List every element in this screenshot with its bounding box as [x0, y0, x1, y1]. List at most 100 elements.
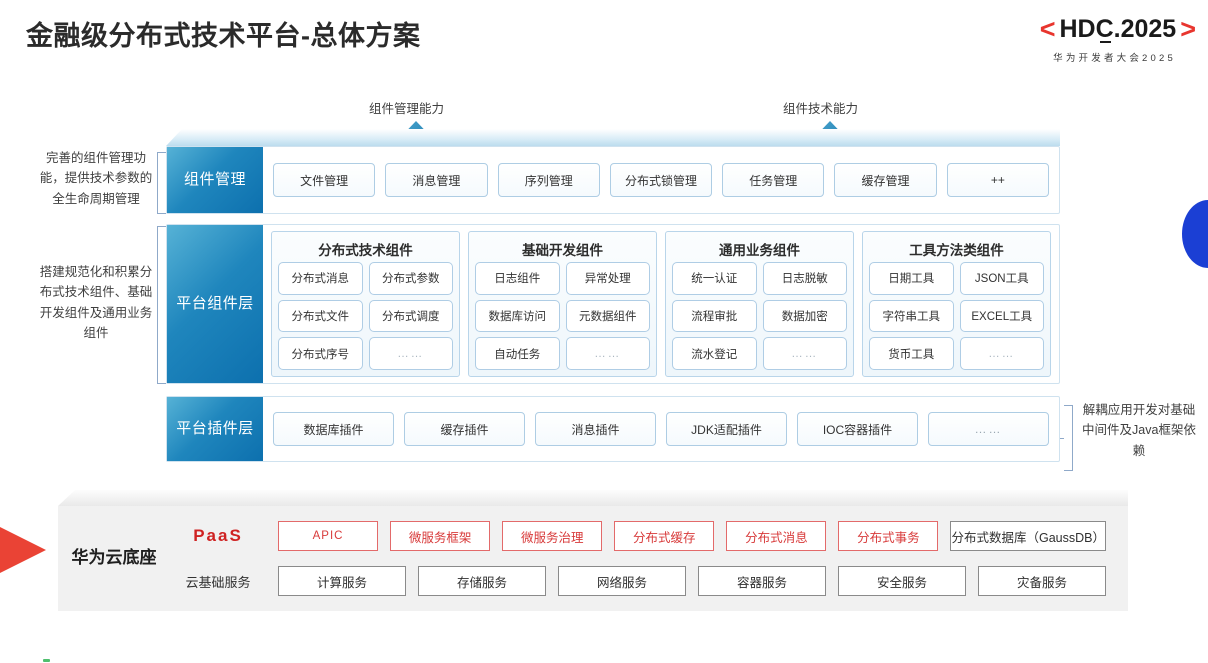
chip-distributed-lock-management[interactable]: 分布式锁管理 — [609, 163, 713, 197]
box-microservice-framework[interactable]: 微服务框架 — [390, 521, 491, 551]
chip-message-plugin[interactable]: 消息插件 — [535, 412, 656, 446]
hdc-logo: < HDC.2025 > 华为开发者大会2025 — [946, 14, 1196, 64]
paas-items: APIC 微服务框架 微服务治理 分布式缓存 分布式消息 分布式事务 分布式数据… — [278, 521, 1106, 551]
left-angle-bracket-icon: < — [1039, 14, 1056, 44]
cell-log-component[interactable]: 日志组件 — [475, 262, 560, 295]
cell-unified-auth[interactable]: 统一认证 — [672, 262, 757, 295]
chip-plugin-more[interactable]: …… — [928, 412, 1049, 446]
blue-lens-decoration — [1182, 200, 1208, 268]
row-tag-cloud-basic-service: 云基础服务 — [185, 574, 251, 590]
cell-basic-more[interactable]: …… — [565, 337, 650, 370]
hdc-logo-text: HDC.2025 — [1059, 15, 1177, 43]
row-tag-paas: PaaS — [193, 526, 243, 545]
green-tick-decoration — [43, 659, 50, 662]
chip-sequence-management[interactable]: 序列管理 — [497, 163, 600, 197]
cell-string-tool[interactable]: 字符串工具 — [869, 299, 954, 333]
cell-auto-task[interactable]: 自动任务 — [475, 337, 560, 370]
chip-task-management[interactable]: 任务管理 — [722, 163, 825, 197]
right-angle-bracket-icon: > — [1180, 14, 1196, 44]
group-grid-distributed-tech: 分布式消息 分布式参数 分布式文件 分布式调度 分布式序号 …… — [278, 262, 453, 370]
box-distributed-cache[interactable]: 分布式缓存 — [614, 521, 715, 551]
hdc-logo-main: < HDC.2025 > — [946, 14, 1196, 45]
cell-distributed-scheduling[interactable]: 分布式调度 — [368, 299, 453, 333]
box-storage-service[interactable]: 存储服务 — [418, 566, 546, 596]
cloud-base-top-surface — [58, 490, 1128, 506]
cell-distributed-message[interactable]: 分布式消息 — [278, 262, 363, 295]
arrow-label-component-management: 组件管理能力 — [369, 102, 445, 116]
group-distributed-tech: 分布式技术组件 分布式消息 分布式参数 分布式文件 分布式调度 分布式序号 …… — [271, 231, 460, 377]
cloud-base-label: 华为云底座 — [71, 548, 157, 568]
chip-message-management[interactable]: 消息管理 — [385, 163, 488, 197]
layer-body-component-management: 文件管理 消息管理 序列管理 分布式锁管理 任务管理 缓存管理 ++ — [263, 147, 1059, 213]
cell-tool-more[interactable]: …… — [959, 337, 1044, 370]
cell-distributed-file[interactable]: 分布式文件 — [278, 299, 363, 333]
group-head-basic-development: 基础开发组件 — [522, 243, 603, 258]
cell-date-tool[interactable]: 日期工具 — [869, 262, 954, 295]
box-distributed-database-gaussdb[interactable]: 分布式数据库（GaussDB） — [950, 521, 1106, 551]
cell-distributed-sequence[interactable]: 分布式序号 — [278, 337, 363, 370]
chip-file-management[interactable]: 文件管理 — [273, 163, 376, 197]
group-grid-basic-development: 日志组件 异常处理 数据库访问 元数据组件 自动任务 …… — [475, 262, 650, 370]
group-tool-methods: 工具方法类组件 日期工具 JSON工具 字符串工具 EXCEL工具 货币工具 …… — [862, 231, 1051, 377]
cell-excel-tool[interactable]: EXCEL工具 — [959, 299, 1044, 333]
cell-metadata-component[interactable]: 元数据组件 — [565, 299, 650, 333]
annotation-right-plugin: 解耦应用开发对基础中间件及Java框架依赖 — [1082, 403, 1196, 458]
layer-platform-components: 平台组件层 分布式技术组件 分布式消息 分布式参数 分布式文件 分布式调度 分布… — [166, 224, 1060, 384]
chip-cache-plugin[interactable]: 缓存插件 — [404, 412, 525, 446]
group-head-tool-methods: 工具方法类组件 — [909, 243, 1004, 258]
page-title: 金融级分布式技术平台-总体方案 — [26, 21, 421, 51]
cell-json-tool[interactable]: JSON工具 — [959, 262, 1044, 295]
box-security-service[interactable]: 安全服务 — [838, 566, 966, 596]
cell-data-encryption[interactable]: 数据加密 — [762, 299, 847, 333]
box-container-service[interactable]: 容器服务 — [698, 566, 826, 596]
layer-title-platform-components: 平台组件层 — [167, 225, 263, 383]
box-compute-service[interactable]: 计算服务 — [278, 566, 406, 596]
chip-jdk-adapter-plugin[interactable]: JDK适配插件 — [666, 412, 787, 446]
platform-stack: 组件管理 文件管理 消息管理 序列管理 分布式锁管理 任务管理 缓存管理 ++ … — [166, 146, 1060, 478]
cell-process-approval[interactable]: 流程审批 — [672, 299, 757, 333]
chip-database-plugin[interactable]: 数据库插件 — [273, 412, 394, 446]
arrow-label-component-technology: 组件技术能力 — [783, 102, 859, 116]
platform-component-groups: 分布式技术组件 分布式消息 分布式参数 分布式文件 分布式调度 分布式序号 ……… — [263, 225, 1059, 383]
box-distributed-message[interactable]: 分布式消息 — [726, 521, 827, 551]
cell-distributed-parameter[interactable]: 分布式参数 — [368, 262, 453, 295]
box-network-service[interactable]: 网络服务 — [558, 566, 686, 596]
cell-currency-tool[interactable]: 货币工具 — [869, 337, 954, 370]
box-distributed-transaction[interactable]: 分布式事务 — [838, 521, 939, 551]
cloud-base-section: 华为云底座 PaaS APIC 微服务框架 微服务治理 分布式缓存 分布式消息 … — [58, 506, 1128, 611]
box-microservice-governance[interactable]: 微服务治理 — [502, 521, 603, 551]
cell-exception-handling[interactable]: 异常处理 — [565, 262, 650, 295]
cloud-basic-items: 计算服务 存储服务 网络服务 容器服务 安全服务 灾备服务 — [278, 566, 1106, 596]
stack-top-surface — [166, 129, 1060, 146]
annotation-left-platform: 搭建规范化和积累分布式技术组件、基础开发组件及通用业务组件 — [39, 265, 153, 340]
red-wedge-decoration — [0, 506, 46, 594]
group-common-business: 通用业务组件 统一认证 日志脱敏 流程审批 数据加密 流水登记 …… — [665, 231, 854, 377]
cell-database-access[interactable]: 数据库访问 — [475, 299, 560, 333]
cloud-base-row-paas: PaaS APIC 微服务框架 微服务治理 分布式缓存 分布式消息 分布式事务 … — [170, 519, 1106, 553]
layer-platform-plugins: 平台插件层 数据库插件 缓存插件 消息插件 JDK适配插件 IOC容器插件 …… — [166, 396, 1060, 462]
chip-add-more[interactable]: ++ — [946, 163, 1049, 197]
bracket-left-management — [157, 152, 172, 214]
chip-ioc-container-plugin[interactable]: IOC容器插件 — [797, 412, 918, 446]
layer-title-platform-plugins: 平台插件层 — [167, 397, 263, 461]
cell-transaction-registry[interactable]: 流水登记 — [672, 337, 757, 370]
cell-log-masking[interactable]: 日志脱敏 — [762, 262, 847, 295]
layer-component-management: 组件管理 文件管理 消息管理 序列管理 分布式锁管理 任务管理 缓存管理 ++ — [166, 146, 1060, 214]
box-disaster-recovery-service[interactable]: 灾备服务 — [978, 566, 1106, 596]
cell-distributed-more[interactable]: …… — [368, 337, 453, 370]
bracket-right-plugin — [1058, 405, 1073, 471]
cloud-base-rows: PaaS APIC 微服务框架 微服务治理 分布式缓存 分布式消息 分布式事务 … — [170, 519, 1128, 598]
cloud-base-row-basic: 云基础服务 计算服务 存储服务 网络服务 容器服务 安全服务 灾备服务 — [170, 564, 1106, 598]
annotation-left-management: 完善的组件管理功能，提供技术参数的全生命周期管理 — [39, 151, 153, 206]
cell-business-more[interactable]: …… — [762, 337, 847, 370]
box-apic[interactable]: APIC — [278, 521, 379, 551]
group-basic-development: 基础开发组件 日志组件 异常处理 数据库访问 元数据组件 自动任务 …… — [468, 231, 657, 377]
group-grid-tool-methods: 日期工具 JSON工具 字符串工具 EXCEL工具 货币工具 …… — [869, 262, 1044, 370]
bracket-left-platform — [157, 226, 172, 384]
chip-cache-management[interactable]: 缓存管理 — [834, 163, 937, 197]
group-head-distributed-tech: 分布式技术组件 — [318, 243, 413, 258]
layer-body-platform-plugins: 数据库插件 缓存插件 消息插件 JDK适配插件 IOC容器插件 …… — [263, 397, 1059, 461]
group-head-common-business: 通用业务组件 — [719, 243, 800, 258]
hdc-logo-subtitle: 华为开发者大会2025 — [1053, 53, 1176, 64]
